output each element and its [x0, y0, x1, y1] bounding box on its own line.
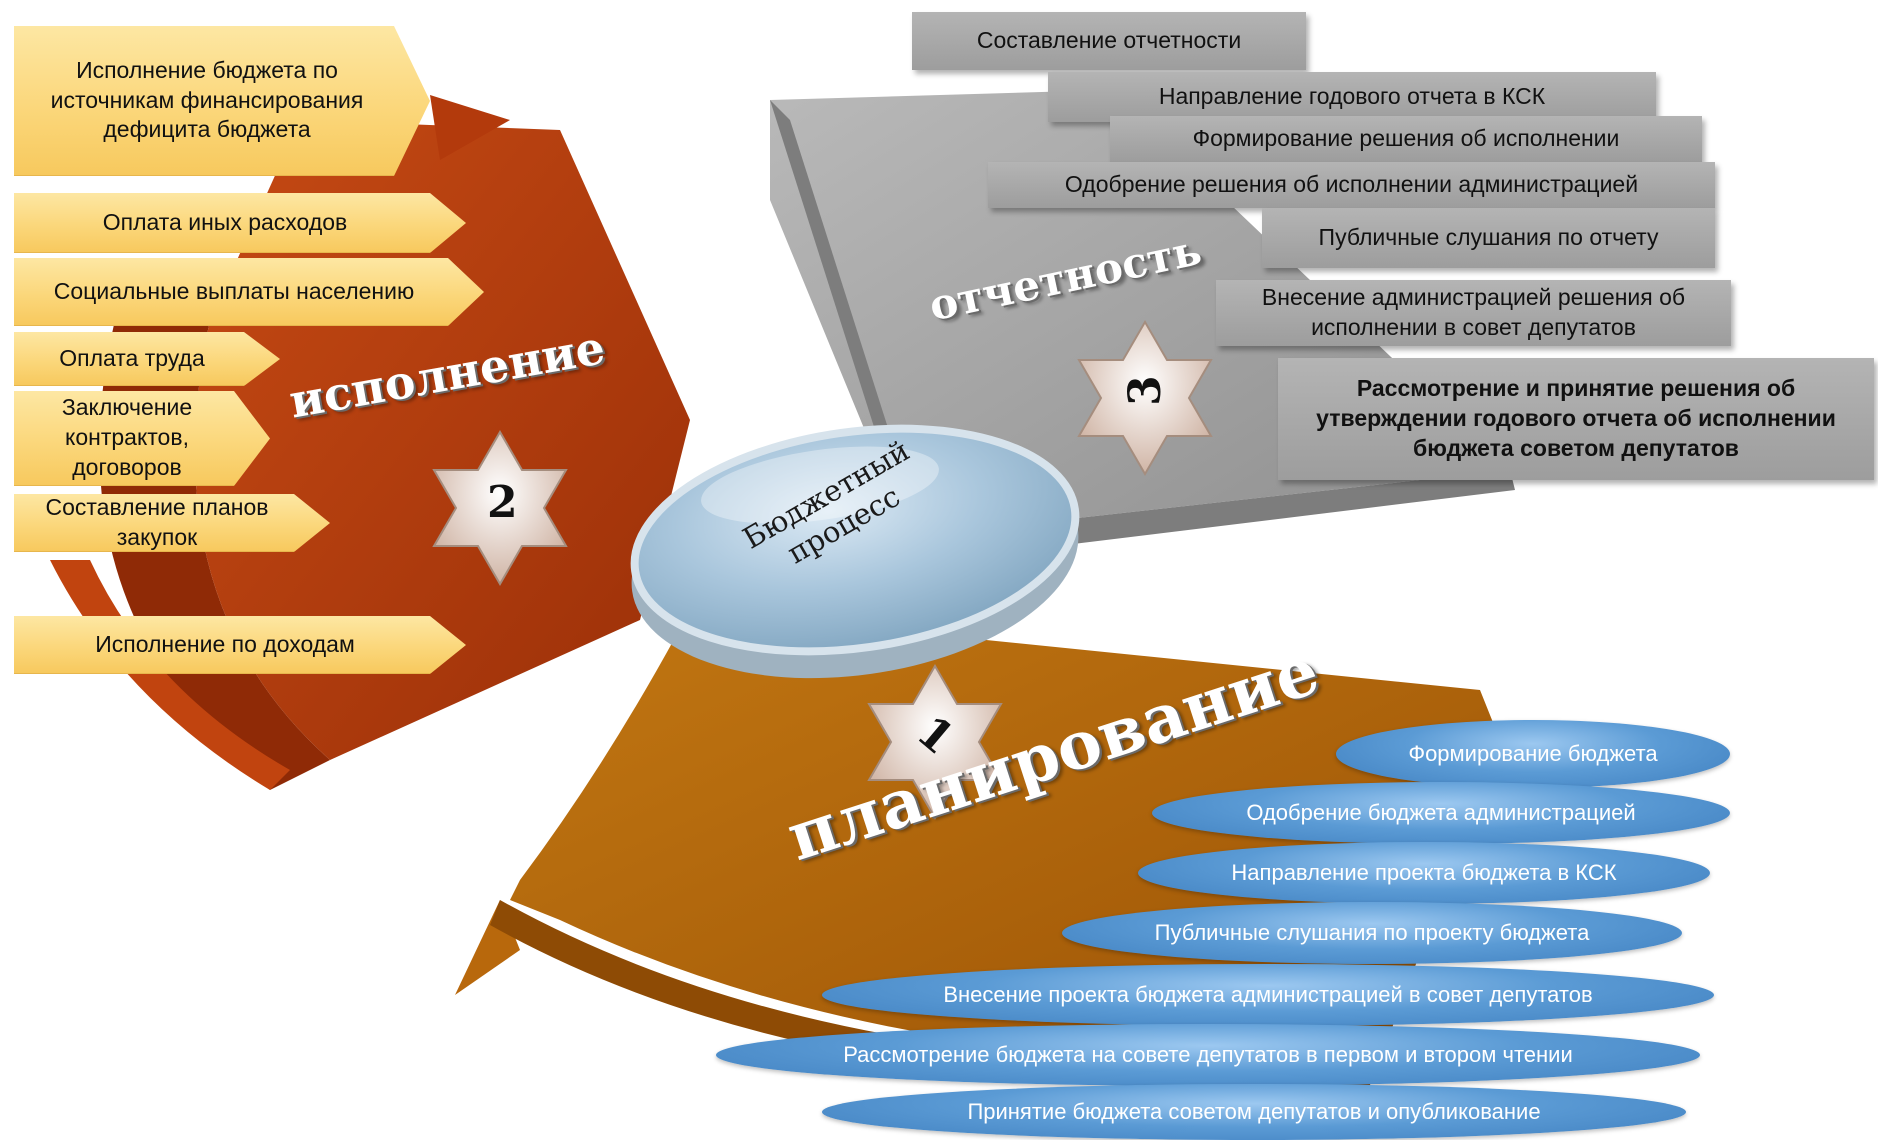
execution-step-number: 2	[487, 477, 518, 528]
planning-item: Публичные слушания по проекту бюджета	[1062, 902, 1682, 964]
planning-item: Внесение проекта бюджета администрацией …	[822, 964, 1714, 1026]
star-icon-reporting	[1077, 320, 1213, 476]
execution-item: Исполнение по доходам	[14, 616, 466, 674]
reporting-item: Внесение администрацией решения об испол…	[1216, 280, 1731, 346]
execution-item: Заключение контрактов, договоров	[14, 391, 270, 486]
execution-item: Оплата иных расходов	[14, 193, 466, 253]
execution-item: Оплата труда	[14, 332, 280, 386]
planning-item: Одобрение бюджета администрацией	[1152, 782, 1730, 844]
star-icon-execution	[432, 430, 568, 586]
execution-item: Составление планов закупок	[14, 494, 330, 552]
reporting-step-number: 3	[1119, 375, 1171, 406]
star-icon-planning	[867, 664, 1003, 820]
planning-item: Формирование бюджета	[1336, 720, 1730, 788]
planning-item: Принятие бюджета советом депутатов и опу…	[822, 1084, 1686, 1140]
reporting-item: Публичные слушания по отчету	[1262, 208, 1715, 268]
reporting-item: Одобрение решения об исполнении админист…	[988, 162, 1715, 208]
planning-item: Рассмотрение бюджета на совете депутатов…	[716, 1024, 1700, 1086]
reporting-item: Направление годового отчета в КСК	[1048, 72, 1656, 122]
execution-item: Исполнение бюджета по источникам финанси…	[14, 26, 430, 176]
execution-item: Социальные выплаты населению	[14, 258, 484, 326]
planning-item: Направление проекта бюджета в КСК	[1138, 842, 1710, 904]
reporting-item: Формирование решения об исполнении	[1110, 116, 1702, 162]
reporting-item: Составление отчетности	[912, 12, 1306, 70]
center-disc	[630, 424, 1080, 679]
reporting-item-final: Рассмотрение и принятие решения об утвер…	[1278, 358, 1874, 480]
